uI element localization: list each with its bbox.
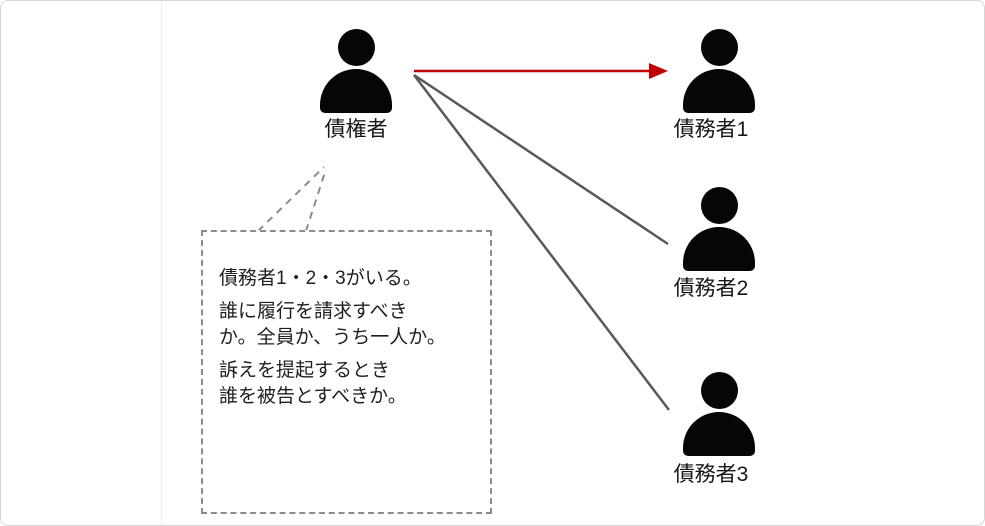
bubble-tail-right-line	[305, 168, 327, 232]
creditor-label: 債権者	[324, 118, 388, 141]
debtor3-torso-icon	[683, 412, 755, 456]
bubble-text-line: 誰に履行を請求すべき	[219, 301, 408, 322]
creditor-debtor2-connector	[413, 73, 669, 246]
debtor2-label: 債務者2	[673, 277, 749, 300]
bubble-text-line: 債務者1・2・3がいる。	[219, 268, 422, 289]
debtor2-head-icon	[700, 187, 738, 224]
debtor3-head-icon	[700, 372, 738, 409]
bubble-text-line: か。全員か、うち一人か。	[219, 327, 446, 348]
debtor1-torso-icon	[683, 69, 755, 113]
claim-arrow-head	[649, 63, 668, 79]
debtor1-person-icon	[683, 29, 755, 113]
callout-bubble: 債務者1・2・3がいる。 誰に履行を請求すべき か。全員か、うち一人か。 訴えを…	[201, 230, 492, 514]
debtor1-label: 債務者1	[673, 118, 749, 141]
debtor2-person-icon	[683, 187, 755, 271]
debtor2-torso-icon	[683, 227, 755, 271]
left-divider-line	[161, 1, 162, 525]
bubble-text-line: 誰を被告とすべきか。	[219, 386, 407, 407]
debtor3-person-icon	[683, 372, 755, 456]
debtor1-head-icon	[700, 29, 738, 66]
debtor3-label: 債務者3	[673, 463, 749, 486]
creditor-torso-icon	[320, 69, 392, 113]
creditor-person-icon	[320, 29, 392, 113]
bubble-text-line: 訴えを提起するとき	[219, 360, 391, 381]
creditor-head-icon	[337, 29, 375, 66]
bubble-tail-left-line	[257, 166, 325, 232]
